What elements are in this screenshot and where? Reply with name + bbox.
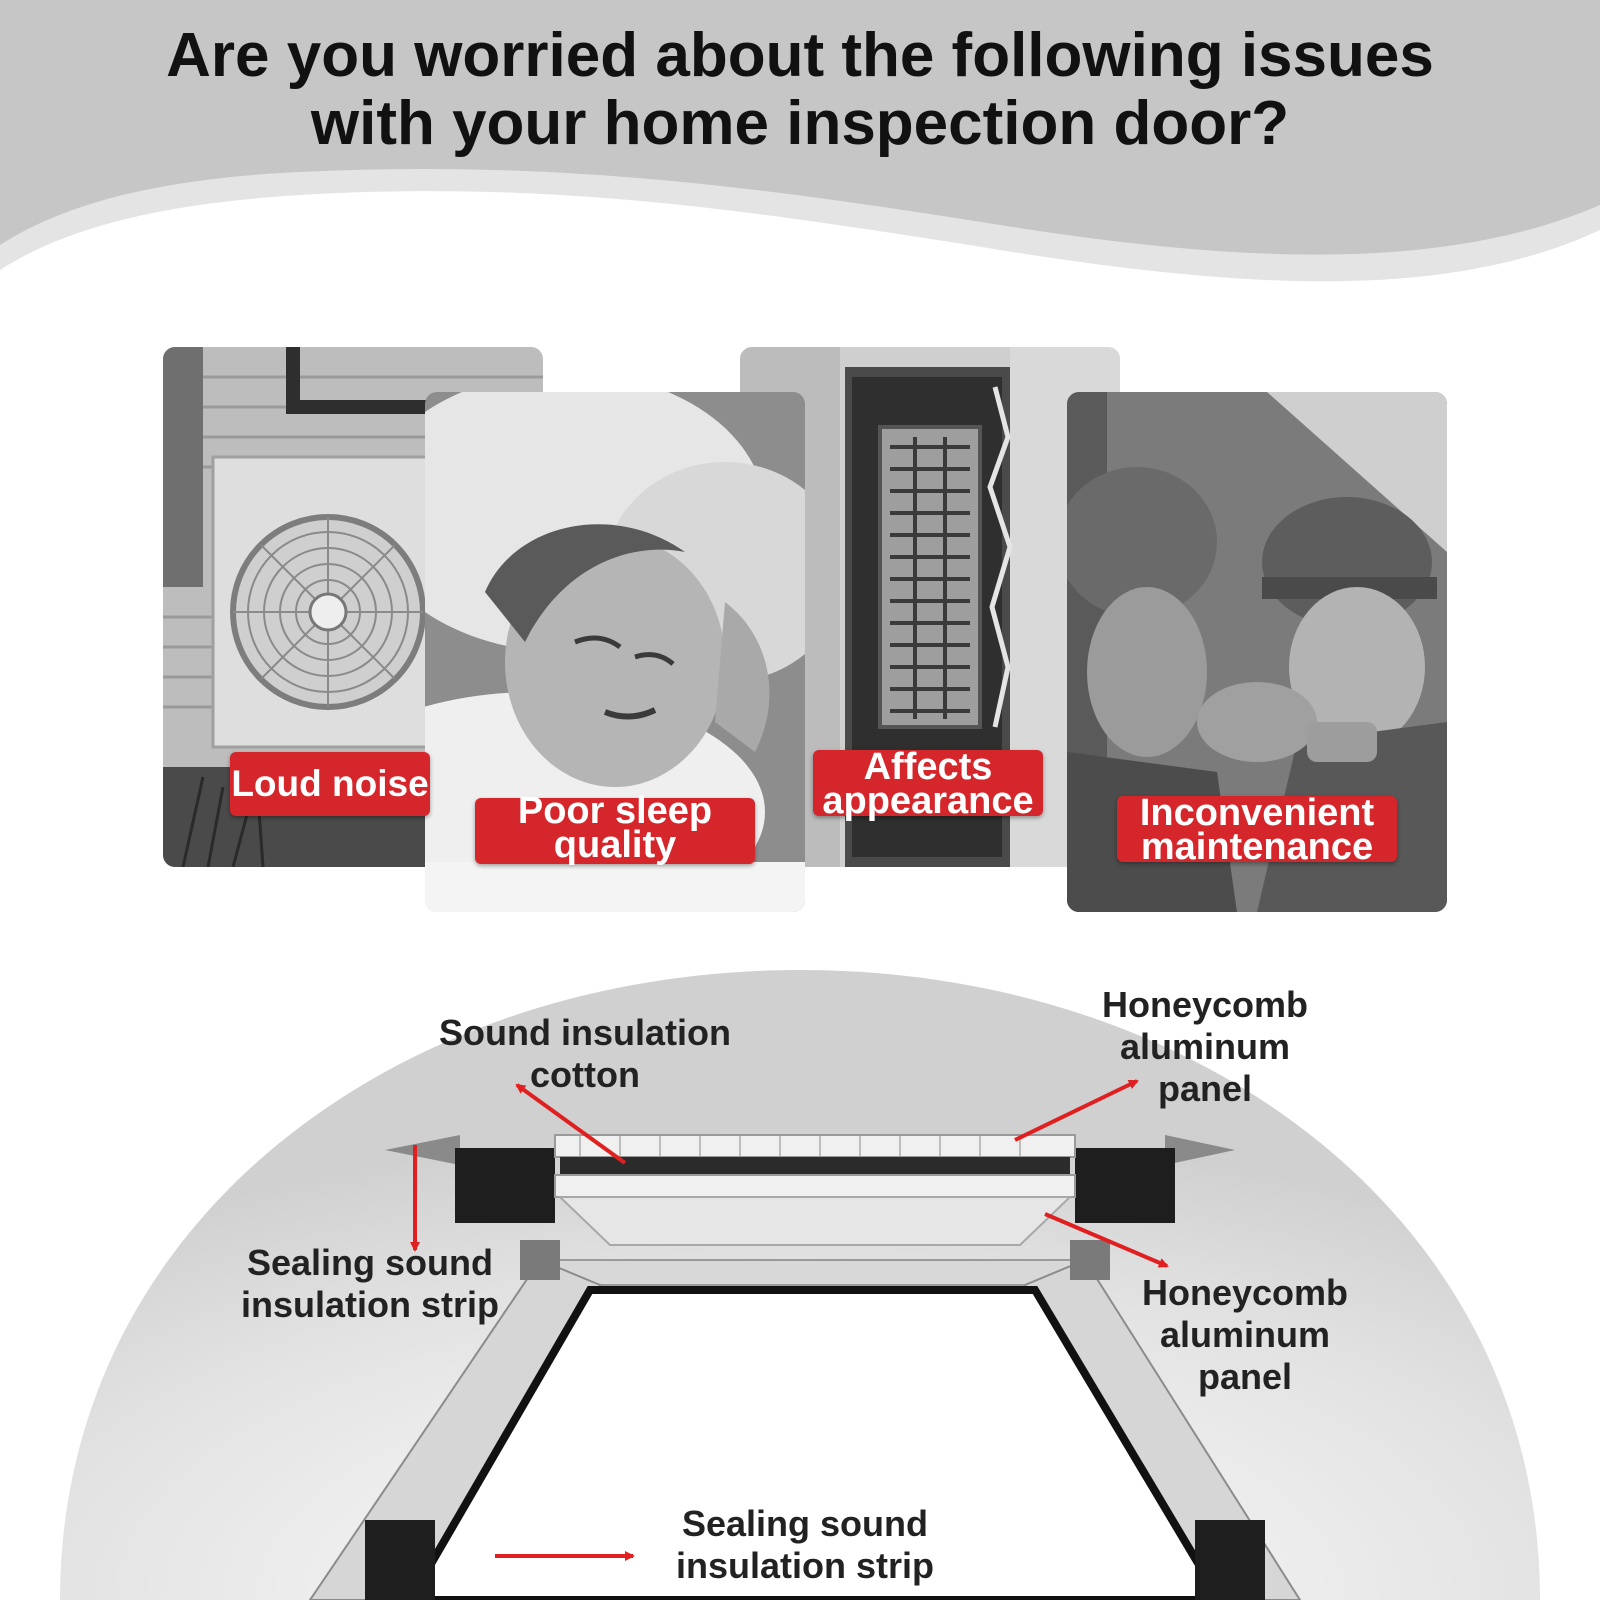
title-line-1: Are you worried about the following issu…	[166, 21, 1434, 90]
issue-label-loud-noise: Loud noise	[230, 752, 430, 816]
issue-label-line-2: quality	[553, 824, 677, 866]
callout-sound-insulation-cotton: Sound insulation cotton	[410, 1012, 760, 1096]
callout-line-1: Honeycomb	[1141, 1272, 1349, 1313]
callout-sealing-strip-left: Sealing sound insulation strip	[215, 1242, 525, 1326]
issue-label-inconvenient-maintenance: Inconvenient maintenance	[1117, 792, 1397, 868]
callout-line-1: Sound insulation	[439, 1012, 731, 1053]
issue-label-line-1: Loud noise	[231, 763, 429, 804]
callout-line-2: aluminum	[1159, 1314, 1330, 1355]
callout-line-3: panel	[1197, 1356, 1293, 1397]
callout-sealing-strip-bottom: Sealing sound insulation strip	[645, 1503, 965, 1587]
issue-label-line-1: Inconvenient	[1139, 792, 1375, 834]
callout-honeycomb-aluminum-panel-bottom: Honeycomb aluminum panel	[1105, 1272, 1385, 1398]
title-line-2: with your home inspection door?	[310, 89, 1290, 158]
callout-line-2: aluminum	[1119, 1026, 1290, 1067]
issue-label-line-2: maintenance	[1140, 826, 1374, 868]
callout-line-2: insulation strip	[675, 1545, 934, 1586]
callout-honeycomb-aluminum-panel-top: Honeycomb aluminum panel	[1065, 984, 1345, 1110]
page-title: Are you worried about the following issu…	[0, 22, 1600, 158]
door-panel	[385, 1134, 1235, 1246]
inspection-door-cross-section-diagram	[60, 970, 1540, 1600]
issue-label-affects-appearance: Affects appearance	[813, 746, 1043, 822]
callout-line-1: Honeycomb	[1101, 984, 1309, 1025]
issue-label-line-2: appearance	[822, 780, 1034, 822]
issue-label-poor-sleep: Poor sleep quality	[475, 792, 755, 866]
door-frame	[308, 1240, 1302, 1600]
header-wave-background	[0, 0, 1600, 282]
issue-label-line-1: Affects	[863, 746, 993, 788]
callout-line-1: Sealing sound	[246, 1242, 494, 1283]
callout-line-1: Sealing sound	[681, 1503, 929, 1544]
callout-line-2: cotton	[530, 1054, 640, 1095]
callout-line-3: panel	[1157, 1068, 1253, 1109]
issue-label-line-1: Poor sleep	[517, 790, 713, 832]
callout-line-2: insulation strip	[240, 1284, 499, 1325]
